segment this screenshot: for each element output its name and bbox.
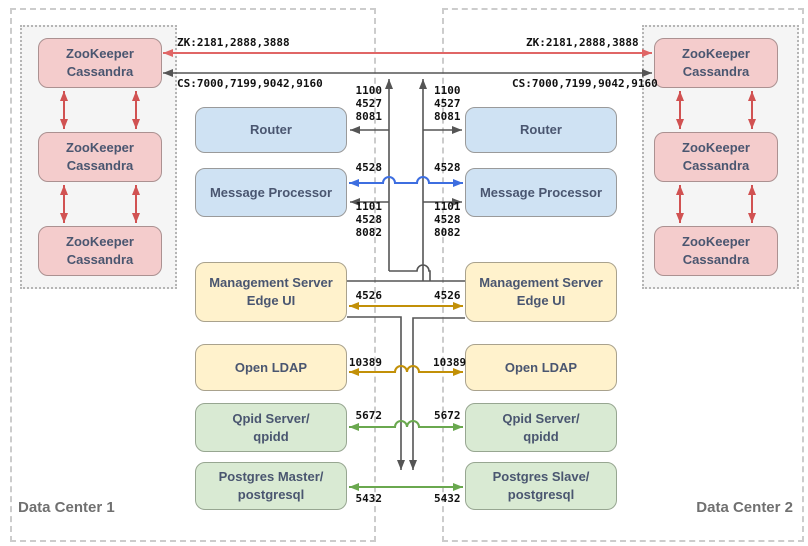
dc2-message-processor-box: Message Processor xyxy=(465,168,617,217)
cs-ports-label-right: CS:7000,7199,9042,9160 xyxy=(512,77,658,90)
dc2-postgres-slave-box: Postgres Slave/ postgresql xyxy=(465,462,617,510)
mp-rpc-arrow xyxy=(349,176,463,187)
cross-dc-bus-left-elbow xyxy=(389,264,431,281)
dc2-open-ldap-box: Open LDAP xyxy=(465,344,617,391)
data-center-1-label: Data Center 1 xyxy=(18,499,115,516)
dc2-router-box: Router xyxy=(465,107,617,153)
postgres-port-label-right: 5432 xyxy=(434,492,461,505)
qpid-port-label-right: 5672 xyxy=(434,409,461,422)
ldap-port-label-right: 10389 xyxy=(433,356,467,369)
dc2-zookeeper-node-1: ZooKeeper Cassandra xyxy=(654,38,778,88)
router-ports-label-right: 1100 4527 8081 xyxy=(434,84,461,123)
cs-ports-label-left: CS:7000,7199,9042,9160 xyxy=(177,77,323,90)
ms-right-down-line xyxy=(409,317,465,470)
dc2-zookeeper-node-2: ZooKeeper Cassandra xyxy=(654,132,778,182)
qpid-arrow xyxy=(349,420,463,431)
mp-rpc-port-label-right: 4528 xyxy=(434,161,461,174)
qpid-port-label-left: 5672 xyxy=(355,409,383,422)
dc1-qpid-box: Qpid Server/ qpidd xyxy=(195,403,347,452)
ms-left-down-line xyxy=(347,316,405,470)
zk-ports-label-left: ZK:2181,2888,3888 xyxy=(177,36,290,49)
dc1-management-server-box: Management Server Edge UI xyxy=(195,262,347,322)
dc1-message-processor-box: Message Processor xyxy=(195,168,347,217)
dc2-qpid-box: Qpid Server/ qpidd xyxy=(465,403,617,452)
data-center-1-boundary xyxy=(10,8,376,542)
dc1-zookeeper-node-2: ZooKeeper Cassandra xyxy=(38,132,162,182)
ms-cache-port-label-left: 4526 xyxy=(355,289,383,302)
dc1-postgres-master-box: Postgres Master/ postgresql xyxy=(195,462,347,510)
dc1-zookeeper-node-1: ZooKeeper Cassandra xyxy=(38,38,162,88)
dc1-open-ldap-box: Open LDAP xyxy=(195,344,347,391)
mp-ports-label-left: 1101 4528 8082 xyxy=(355,200,383,239)
dc2-management-server-box: Management Server Edge UI xyxy=(465,262,617,322)
ldap-arrow xyxy=(349,365,463,376)
data-center-2-label: Data Center 2 xyxy=(696,499,793,516)
mp-ports-label-right: 1101 4528 8082 xyxy=(434,200,461,239)
zk-ports-label-right: ZK:2181,2888,3888 xyxy=(526,36,639,49)
dc1-router-box: Router xyxy=(195,107,347,153)
dc2-zookeeper-node-3: ZooKeeper Cassandra xyxy=(654,226,778,276)
postgres-port-label-left: 5432 xyxy=(355,492,383,505)
dc1-zookeeper-node-3: ZooKeeper Cassandra xyxy=(38,226,162,276)
ldap-port-label-left: 10389 xyxy=(348,356,382,369)
router-ports-label-left: 1100 4527 8081 xyxy=(355,84,383,123)
mp-rpc-port-label-left: 4528 xyxy=(355,161,383,174)
ms-cache-port-label-right: 4526 xyxy=(434,289,461,302)
data-center-2-boundary xyxy=(442,8,804,542)
